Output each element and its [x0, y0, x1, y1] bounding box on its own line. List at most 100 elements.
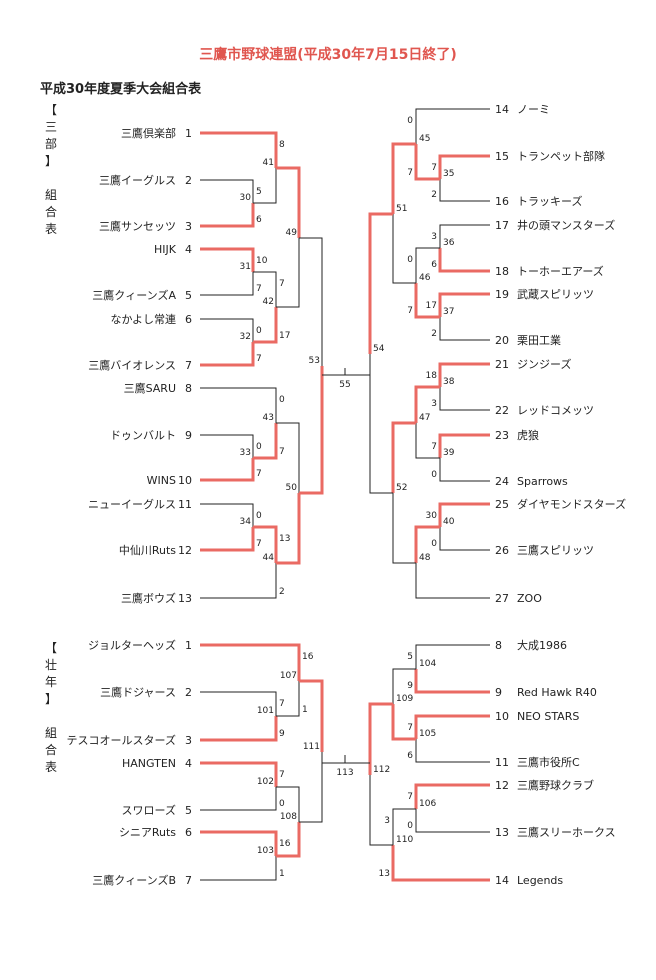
game-number: 1	[279, 869, 285, 879]
game-number: 7	[431, 163, 437, 173]
bracket-line	[276, 166, 301, 238]
game-number: 0	[256, 326, 262, 336]
bracket-line	[276, 681, 300, 717]
label-char: 組	[44, 726, 57, 740]
team-name: ニューイーグルス	[88, 497, 176, 511]
bracket-line	[392, 493, 416, 564]
bracket-line	[391, 845, 490, 882]
bracket-line	[415, 739, 490, 763]
game-number: 7	[279, 770, 285, 780]
game-number: 10	[256, 256, 268, 266]
team-name: 三鷹市役所C	[517, 755, 580, 769]
team-number: 12	[178, 544, 192, 557]
label-char: 表	[44, 222, 57, 236]
team-number: 8	[495, 639, 502, 652]
team-number: 19	[495, 288, 509, 301]
team-number: 23	[495, 429, 509, 442]
game-number: 53	[309, 356, 320, 366]
team-number: 12	[495, 779, 509, 792]
game-number: 13	[279, 534, 290, 544]
game-number: 52	[396, 483, 407, 493]
label-char: 合	[44, 205, 57, 219]
team-name: HIJK	[154, 243, 177, 256]
team-name: トランペット部隊	[517, 149, 605, 163]
bracket-line	[414, 783, 490, 809]
team-number: 10	[178, 474, 192, 487]
bracket-line	[415, 563, 490, 599]
game-number: 54	[373, 344, 385, 354]
game-number: 111	[303, 742, 320, 752]
game-number: 7	[256, 284, 262, 294]
final-game-number: 55	[339, 380, 350, 390]
team-name: ドゥンバルト	[110, 429, 176, 442]
game-number: 42	[263, 297, 274, 307]
game-number: 7	[256, 539, 262, 549]
game-number: 16	[302, 652, 314, 662]
label-char: 【	[44, 641, 57, 655]
bracket-line	[415, 809, 490, 833]
game-number: 104	[419, 659, 436, 669]
game-number: 3	[431, 399, 437, 409]
team-number: 6	[185, 313, 192, 326]
team-name: トラッキーズ	[517, 194, 582, 208]
team-name: Legends	[517, 874, 563, 887]
division-label-sanbu: 【 三 部 】 組 合 表	[44, 102, 58, 238]
game-number: 5	[256, 187, 262, 197]
game-number: 48	[419, 553, 431, 563]
game-number: 7	[407, 306, 413, 316]
team-name: 中仙川Ruts	[119, 544, 176, 557]
team-number: 26	[495, 544, 509, 557]
bracket-line	[438, 433, 490, 458]
team-name: 三鷹ドジャース	[100, 685, 176, 699]
team-number: 13	[178, 592, 192, 605]
game-number: 51	[396, 204, 407, 214]
bracket-line	[369, 354, 393, 494]
bracket-line	[276, 238, 300, 308]
label-char: 三	[44, 120, 57, 134]
bracket-line	[200, 716, 278, 742]
game-number: 3	[384, 816, 390, 826]
team-number: 3	[185, 734, 192, 747]
bracket-line	[200, 342, 255, 367]
team-number: 14	[495, 103, 509, 116]
team-name: なかよし常連	[111, 312, 176, 326]
team-number: 7	[185, 874, 192, 887]
bracket-line	[200, 318, 254, 342]
bracket-line	[438, 154, 490, 179]
bracket-line	[392, 668, 416, 704]
bracket-line	[200, 434, 254, 458]
game-number: 7	[279, 699, 285, 709]
team-number: 18	[495, 265, 509, 278]
game-number: 38	[443, 377, 455, 387]
team-name: Sparrows	[517, 475, 568, 488]
bracket-line	[414, 144, 440, 181]
bracket-line	[299, 237, 323, 366]
bracket-line	[438, 362, 490, 387]
team-number: 9	[185, 429, 192, 442]
bracket-line	[392, 214, 416, 284]
team-number: 7	[185, 359, 192, 372]
game-number: 17	[426, 301, 437, 311]
game-number: 16	[279, 839, 291, 849]
bracket-line	[391, 142, 416, 214]
team-name: トーホーエアーズ	[517, 264, 604, 278]
team-number: 22	[495, 404, 509, 417]
page-subtitle: 平成30年度夏季大会組合表	[40, 82, 202, 97]
team-name: 三鷹SARU	[124, 381, 176, 395]
game-number: 102	[257, 777, 274, 787]
bracket-line	[200, 856, 277, 881]
team-number: 2	[185, 686, 192, 699]
bracket-line	[438, 248, 490, 273]
game-number: 1	[302, 705, 308, 715]
team-number: 3	[185, 220, 192, 233]
team-name: 三鷹野球クラブ	[517, 778, 594, 792]
game-number: 0	[256, 511, 262, 521]
bracket-line	[439, 387, 490, 411]
label-char: 【	[44, 103, 57, 117]
team-number: 6	[185, 826, 192, 839]
bracket-line	[253, 307, 278, 344]
game-number: 0	[256, 442, 262, 452]
bracket-line	[415, 247, 440, 283]
game-number: 7	[256, 354, 262, 364]
game-number: 7	[431, 442, 437, 452]
